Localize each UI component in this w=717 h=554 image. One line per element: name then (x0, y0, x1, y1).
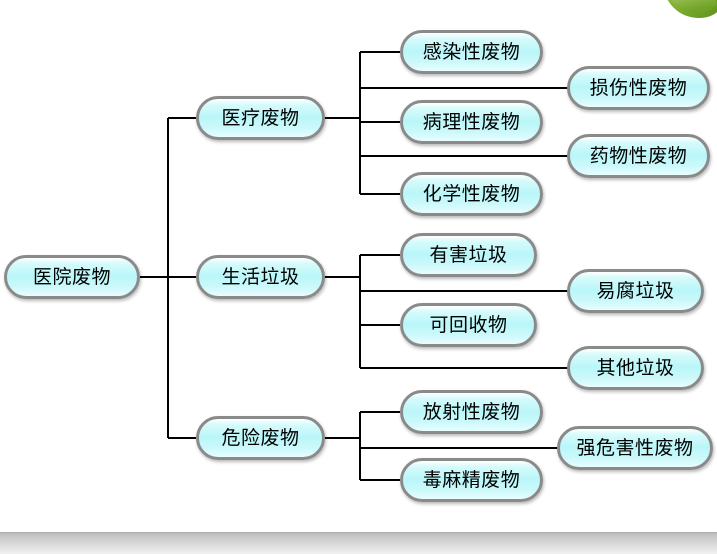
node-leaf-narcotic-psychotropic-waste[interactable]: 毒麻精废物 (400, 458, 543, 502)
node-label: 强危害性废物 (576, 436, 694, 459)
node-leaf-recyclable-garbage[interactable]: 可回收物 (400, 303, 537, 347)
node-label: 损伤性废物 (589, 76, 688, 99)
node-leaf-harmful-garbage[interactable]: 有害垃圾 (400, 233, 537, 277)
node-label: 有害垃圾 (429, 243, 508, 266)
node-branch-domestic-waste[interactable]: 生活垃圾 (196, 255, 325, 299)
node-branch-hazardous-waste[interactable]: 危险废物 (196, 416, 325, 460)
node-leaf-infectious-waste[interactable]: 感染性废物 (400, 30, 543, 74)
node-label: 毒麻精废物 (422, 468, 521, 491)
node-label: 危险废物 (221, 426, 300, 449)
node-leaf-perishable-garbage[interactable]: 易腐垃圾 (567, 269, 704, 313)
node-leaf-sharps-waste[interactable]: 损伤性废物 (567, 66, 710, 110)
node-leaf-radioactive-waste[interactable]: 放射性废物 (400, 390, 543, 434)
node-leaf-other-garbage[interactable]: 其他垃圾 (567, 346, 704, 390)
node-label: 医疗废物 (221, 106, 300, 129)
node-leaf-pharmaceutical-waste[interactable]: 药物性废物 (567, 134, 710, 178)
node-leaf-chemical-waste[interactable]: 化学性废物 (400, 172, 543, 216)
node-label: 病理性废物 (422, 110, 521, 133)
node-label: 其他垃圾 (596, 356, 675, 379)
node-label: 化学性废物 (422, 182, 521, 205)
node-label: 感染性废物 (422, 40, 521, 63)
footer-bar (0, 532, 717, 554)
node-leaf-highly-hazardous-waste[interactable]: 强危害性废物 (557, 426, 713, 470)
node-label: 易腐垃圾 (596, 279, 675, 302)
node-root[interactable]: 医院废物 (4, 255, 140, 299)
node-leaf-pathological-waste[interactable]: 病理性废物 (400, 100, 543, 144)
node-branch-medical-waste[interactable]: 医疗废物 (196, 96, 325, 140)
node-label: 药物性废物 (589, 144, 688, 167)
node-label: 可回收物 (429, 313, 508, 336)
node-label: 生活垃圾 (221, 265, 300, 288)
node-label: 医院废物 (32, 265, 111, 288)
node-label: 放射性废物 (422, 400, 521, 423)
